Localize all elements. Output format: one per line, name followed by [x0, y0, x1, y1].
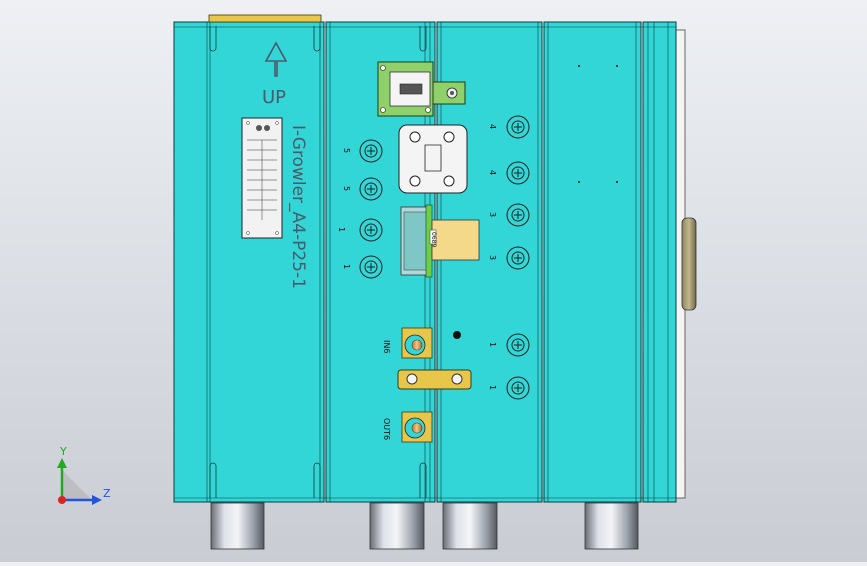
connector-code-label: 0689	[430, 232, 437, 247]
plate-1[interactable]	[173, 21, 325, 503]
cylinder-3[interactable]	[442, 502, 498, 550]
side-knob[interactable]	[681, 217, 697, 311]
cylinder-4[interactable]	[584, 502, 639, 550]
port-label: 3	[488, 255, 497, 260]
yellow-connector[interactable]	[400, 204, 480, 278]
triad-z-label: Z	[103, 487, 111, 500]
port-label: 4	[488, 170, 497, 175]
triad-z-arrow-icon	[92, 495, 102, 505]
port-label: 3	[488, 212, 497, 217]
port-label: 5	[342, 148, 351, 153]
port-label: 1	[488, 342, 497, 347]
part-name-label: I-Growler_A4-P25-1	[288, 125, 308, 289]
port-label: 1	[337, 227, 346, 232]
triad-y-arrow-icon	[57, 458, 67, 468]
port-fitting[interactable]	[506, 161, 530, 185]
hinge-block[interactable]	[398, 124, 468, 194]
port-fitting[interactable]	[359, 139, 383, 163]
plate-5[interactable]	[642, 21, 677, 503]
port-label: 5	[342, 186, 351, 191]
out-fitting[interactable]	[401, 411, 433, 443]
in-label: IN6	[382, 340, 391, 353]
port-fitting[interactable]	[359, 255, 383, 279]
marker-dot	[453, 331, 461, 339]
right-port-column: 4 4 3 3 1 1	[488, 115, 530, 400]
port-label: 4	[488, 124, 497, 129]
triad-y-label: Y	[59, 445, 67, 458]
port-fitting[interactable]	[506, 246, 530, 270]
plate-4[interactable]	[543, 21, 642, 503]
port-fitting[interactable]	[506, 333, 530, 357]
brass-link-bar[interactable]	[397, 369, 472, 390]
connector-bracket[interactable]	[377, 61, 466, 117]
bottom-cylinders	[210, 502, 639, 550]
cylinder-2[interactable]	[369, 502, 425, 550]
in-fitting[interactable]	[401, 327, 433, 359]
coordinate-triad[interactable]: Y Z	[57, 445, 111, 505]
nameplate[interactable]	[241, 117, 283, 239]
port-label: 1	[342, 264, 351, 269]
port-fitting[interactable]	[506, 203, 530, 227]
plate-marks	[578, 65, 618, 183]
cylinder-1[interactable]	[210, 502, 265, 550]
up-arrow-icon	[264, 41, 288, 77]
port-fitting[interactable]	[506, 376, 530, 400]
out-label: OUT6	[382, 418, 391, 440]
port-fitting[interactable]	[359, 177, 383, 201]
triad-origin	[58, 496, 66, 504]
triad-xy-plane	[62, 470, 92, 500]
port-fitting[interactable]	[359, 218, 383, 242]
port-fitting[interactable]	[506, 115, 530, 139]
up-label: UP	[262, 87, 286, 108]
top-brass-strip[interactable]	[208, 14, 322, 23]
port-label: 1	[488, 385, 497, 390]
left-port-column: 5 5 1 1	[337, 139, 383, 279]
